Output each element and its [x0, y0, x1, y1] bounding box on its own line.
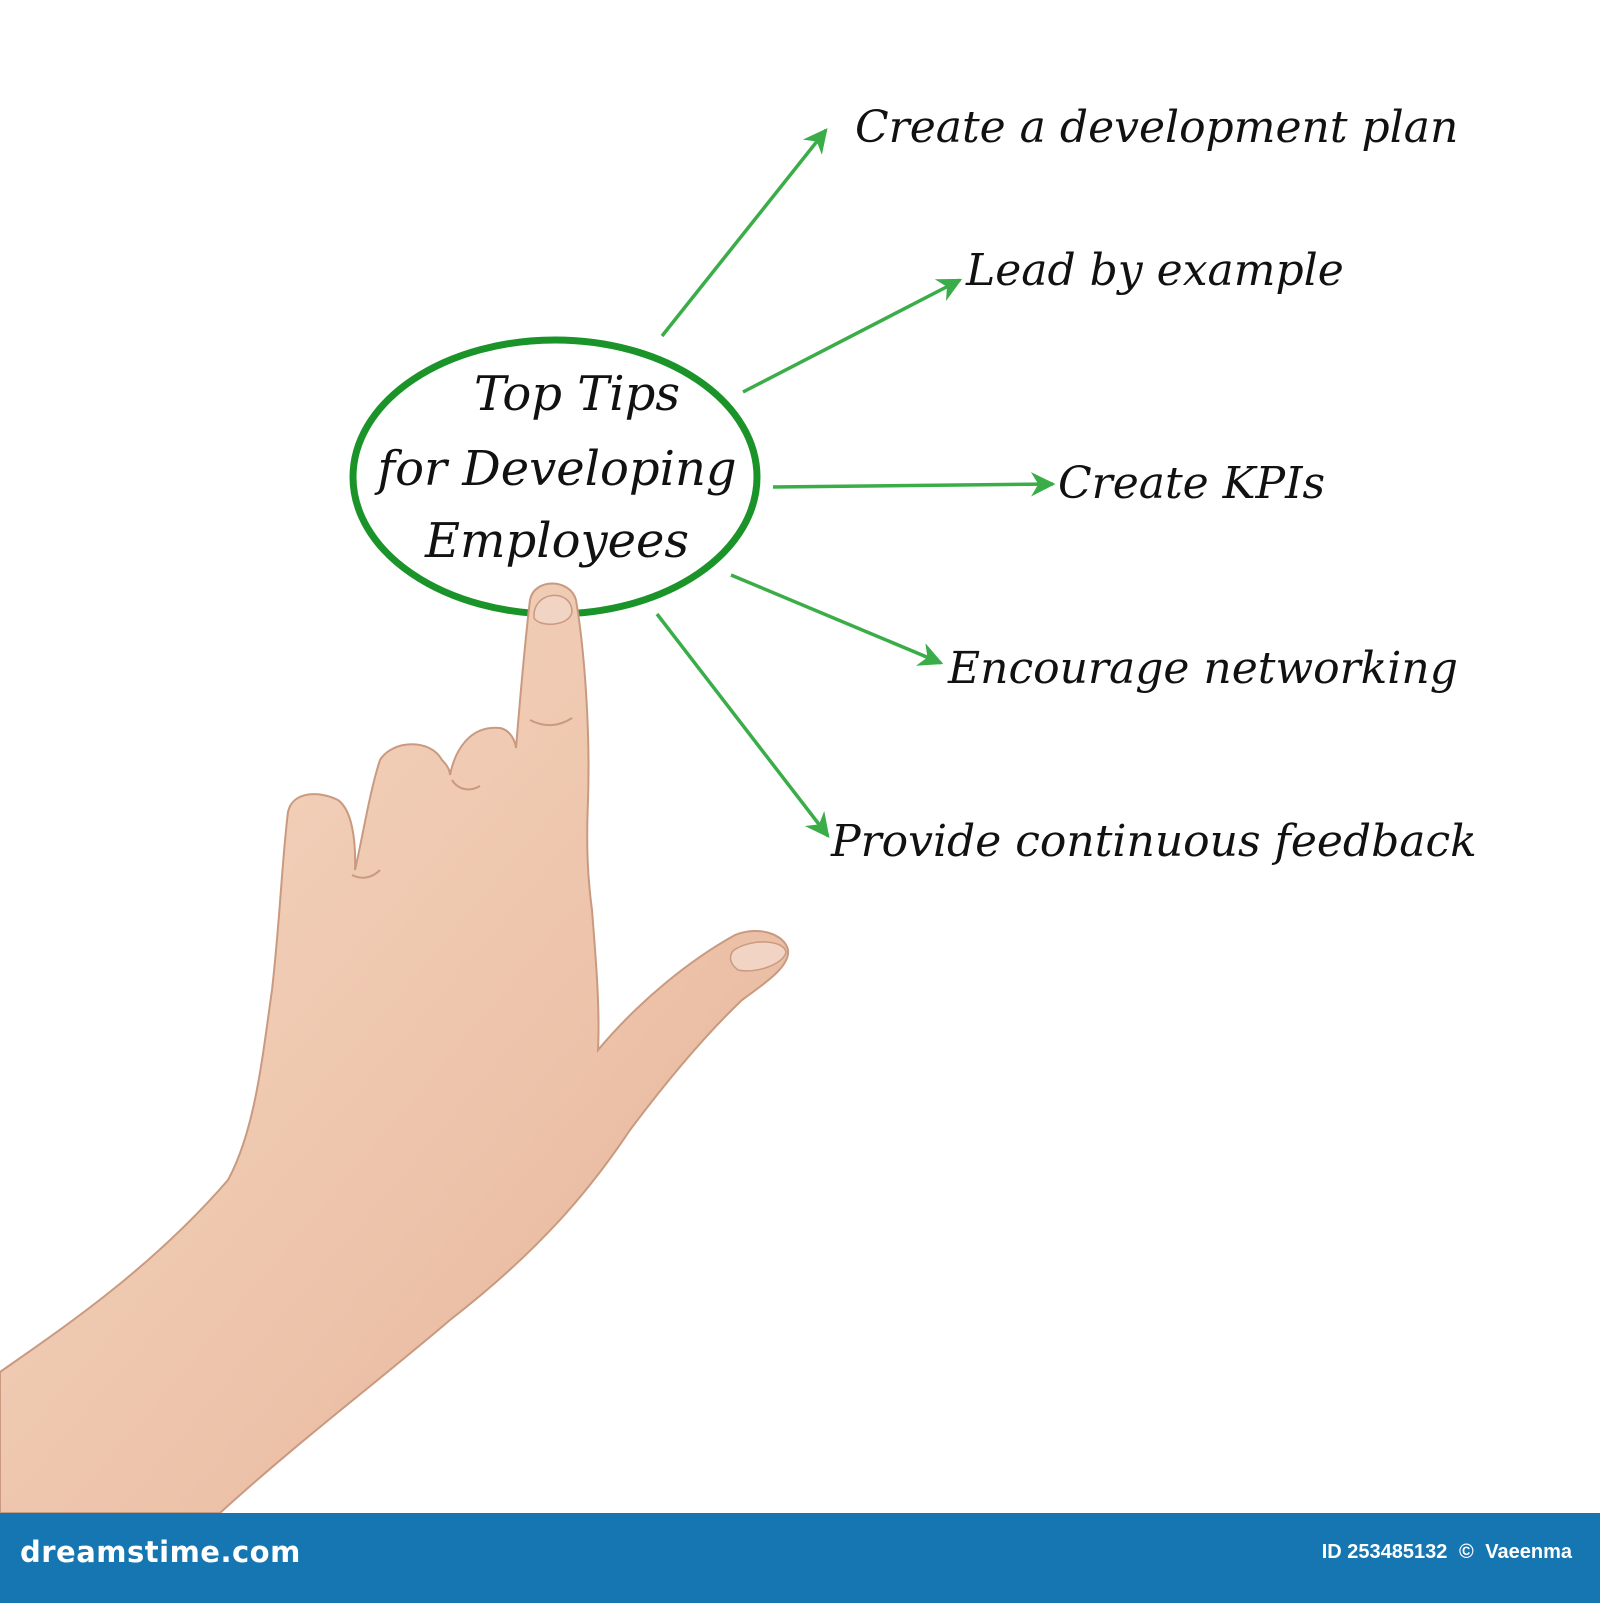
arrow-create-kpis	[772, 471, 1056, 497]
arrow-create-plan	[660, 128, 828, 338]
footer-bar: dreamstime.com ID 253485132 © Vaeenma	[0, 1513, 1600, 1603]
index-fingernail	[533, 594, 573, 625]
footer-image-id: ID 253485132	[1321, 1541, 1448, 1563]
tip-provide-continuous-feedback: Provide continuous feedback	[830, 816, 1477, 867]
hand-shape	[0, 582, 790, 1514]
thumb-nail	[729, 941, 787, 972]
copyright-icon: ©	[1458, 1541, 1474, 1563]
footer-credit: ID 253485132 © Vaeenma	[1316, 1541, 1572, 1564]
footer-logo[interactable]: dreamstime.com	[20, 1535, 301, 1569]
title-line-3: Employees	[424, 513, 689, 569]
tip-create-kpis: Create KPIs	[1058, 458, 1325, 509]
tip-lead-by-example: Lead by example	[965, 245, 1344, 296]
footer-author: Vaeenma	[1485, 1541, 1572, 1563]
tip-encourage-networking: Encourage networking	[947, 643, 1458, 694]
tip-create-development-plan: Create a development plan	[855, 102, 1458, 153]
arrow-encourage-networking	[730, 573, 944, 666]
pointing-hand	[0, 582, 790, 1514]
arrow-continuous-feedback	[655, 612, 830, 838]
title-line-2: for Developing	[374, 441, 736, 497]
finger-creases	[351, 717, 573, 879]
arrows	[655, 128, 1056, 838]
title-line-1: Top Tips	[474, 366, 680, 422]
arrow-lead-by-example	[742, 278, 963, 394]
